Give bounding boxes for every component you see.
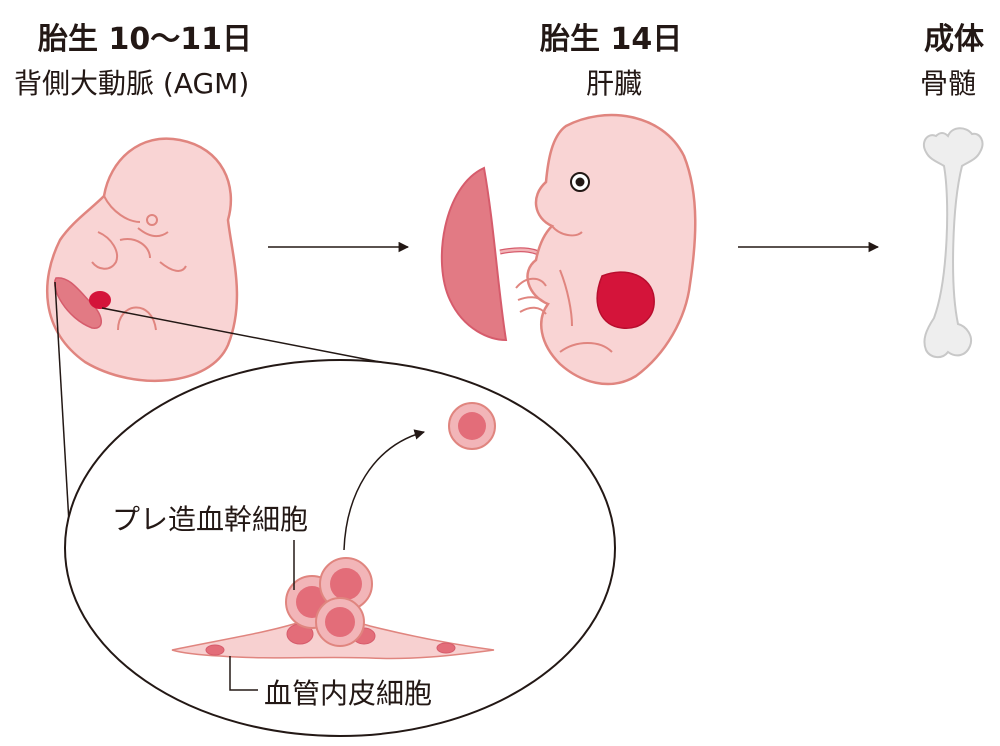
embryo-e10: [45, 137, 239, 383]
pre-hsc-label: プレ造血幹細胞: [112, 503, 309, 536]
pre-hsc-cluster: [285, 557, 373, 647]
stage-1-title: 胎生 10〜11日: [38, 22, 252, 57]
fetus-e14: [440, 113, 697, 386]
zoom-line-left: [54, 281, 71, 541]
migration-arrow: [343, 429, 426, 551]
endothelial-cell-label: 血管内皮細胞: [264, 677, 433, 710]
stage-3-site: 骨髄: [920, 67, 977, 100]
migrating-cell: [448, 402, 496, 450]
stage-2-title: 胎生 14日: [540, 22, 683, 57]
stage-1-site: 背側大動脈 (AGM): [14, 67, 250, 100]
endothelial-leader: [229, 656, 258, 691]
inset-ellipse: [64, 359, 616, 737]
zoom-line-right: [101, 307, 381, 363]
stage-3-title: 成体: [924, 22, 984, 57]
bone-icon: [922, 127, 984, 358]
stage-2-site: 肝臓: [586, 67, 643, 100]
